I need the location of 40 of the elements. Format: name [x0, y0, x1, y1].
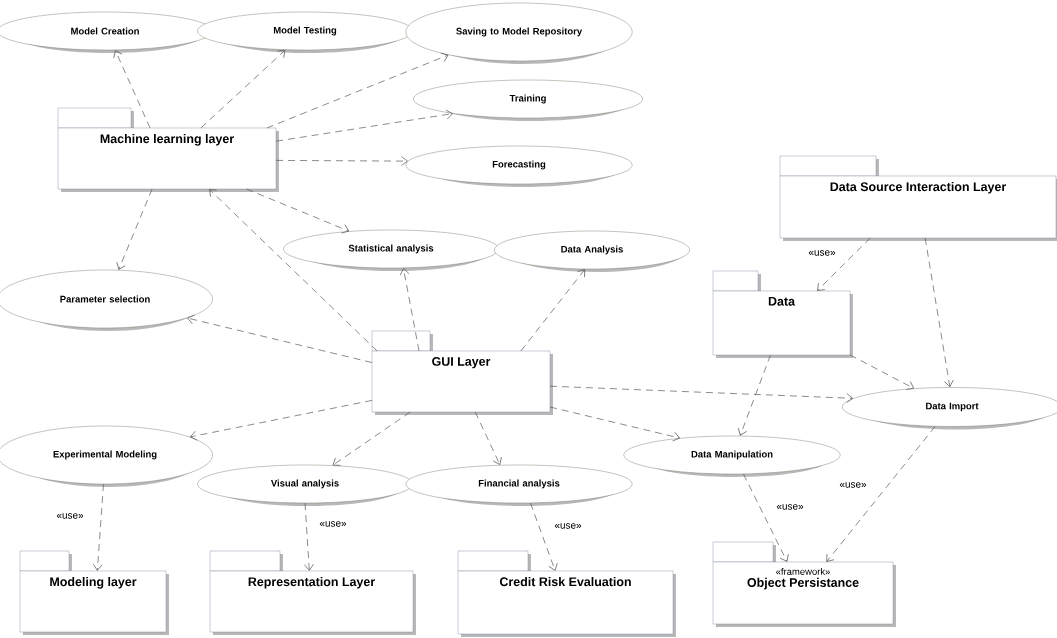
- dependency-arrow: [266, 52, 449, 129]
- dependency-arrow: [849, 354, 914, 390]
- dependency-arrow: [92, 483, 104, 571]
- package-box: Machine learning layer: [57, 107, 279, 192]
- dependency-arrow: [275, 156, 408, 166]
- dependency-arrow: [332, 411, 411, 466]
- package-box: Credit Risk Evaluation: [457, 550, 676, 637]
- dependency-arrow: [530, 502, 558, 571]
- package-box: Representation Layer: [209, 550, 416, 635]
- dependency-arrow: [817, 237, 871, 291]
- dependency-arrow: [189, 400, 373, 441]
- dependency-arrow: [743, 473, 789, 562]
- dependency-arrow: [304, 502, 314, 571]
- dependency-arrow: [116, 188, 153, 270]
- edge-label: «use»: [775, 503, 805, 511]
- dependency-arrow: [549, 406, 680, 442]
- edge-label: «use»: [318, 520, 348, 528]
- dependency-arrow: [399, 268, 420, 352]
- package-box: «framework» Object Persistance: [712, 541, 896, 627]
- dependency-arrow: [549, 385, 854, 403]
- dependency-arrow: [520, 269, 586, 352]
- dependency-arrow: [113, 50, 151, 129]
- dependency-arrow: [737, 354, 771, 436]
- dependency-arrow: [187, 314, 373, 363]
- edge-label: «use»: [553, 522, 583, 530]
- dependency-arrow: [209, 189, 378, 352]
- package-box: Data Source Interaction Layer: [779, 155, 1057, 241]
- dependency-arrow: [246, 188, 350, 234]
- edge-label: «use»: [838, 481, 868, 489]
- dependency-arrow: [474, 411, 502, 465]
- edge-label: «use»: [807, 249, 837, 257]
- edge-label: «use»: [55, 512, 85, 520]
- package-box: GUI Layer: [371, 330, 553, 415]
- package-box: Data: [712, 270, 853, 358]
- package-box: Modeling layer: [19, 550, 169, 635]
- node-label: Data Import: [926, 402, 979, 412]
- dependency-arrow: [826, 426, 936, 562]
- dependency-arrow: [275, 109, 453, 142]
- dependency-arrow: [924, 237, 954, 388]
- dependency-arrow: [200, 49, 286, 129]
